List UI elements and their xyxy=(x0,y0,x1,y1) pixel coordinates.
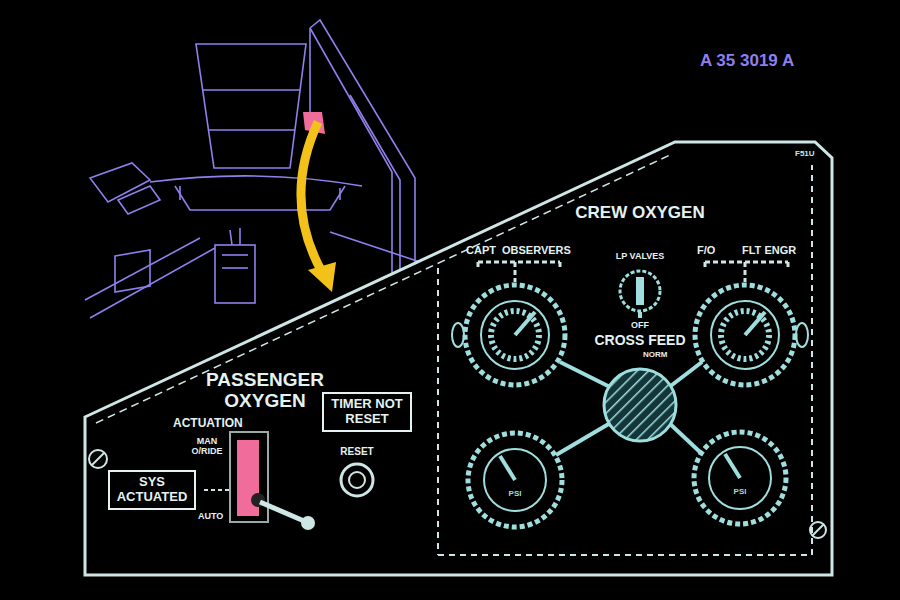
panel-code: F51U xyxy=(795,150,825,159)
unit-label: PSI xyxy=(725,488,755,497)
arrow-head xyxy=(308,262,336,292)
valve-label: CROSS FEED xyxy=(580,333,700,348)
gauge-label: FLT ENGR xyxy=(742,244,812,256)
screw xyxy=(89,450,826,538)
button-label: RESET xyxy=(335,446,379,457)
annunciator-text: TIMER NOT RESET xyxy=(329,397,405,427)
unit-label: PSI xyxy=(500,490,530,499)
cockpit-sketch xyxy=(85,20,420,318)
actuation-switch xyxy=(230,432,315,530)
wire xyxy=(204,489,229,491)
gauge-label: CAPT xyxy=(466,244,500,256)
position-label: OFF xyxy=(625,321,655,331)
panel-edge xyxy=(96,154,672,423)
crossfeed-knob xyxy=(620,271,660,311)
annunciator-text: SYS ACTUATED xyxy=(115,475,189,505)
pressure-gauge xyxy=(452,285,808,527)
valve-label: LP VALVES xyxy=(598,252,682,262)
annunciator-box: TIMER NOT RESET xyxy=(322,392,412,432)
position-label: AUTO xyxy=(198,512,230,522)
pipe xyxy=(556,312,702,455)
gauge-label: F/O xyxy=(697,244,727,256)
panel-outline xyxy=(85,142,832,575)
control-label: ACTUATION xyxy=(173,417,263,430)
figure-code: A 35 3019 A xyxy=(700,52,850,71)
annunciator-box: SYS ACTUATED xyxy=(108,470,196,510)
reset-button xyxy=(341,464,373,496)
position-label: MAN O/RIDE xyxy=(186,437,228,457)
manifold xyxy=(604,369,676,441)
section-title: CREW OXYGEN xyxy=(545,204,735,223)
position-label: NORM xyxy=(643,351,677,360)
crew-region xyxy=(438,165,812,555)
gauge-label: OBSERVERS xyxy=(502,244,582,256)
movement-arrow xyxy=(301,122,322,272)
section-title: PASSENGER OXYGEN xyxy=(190,370,340,412)
